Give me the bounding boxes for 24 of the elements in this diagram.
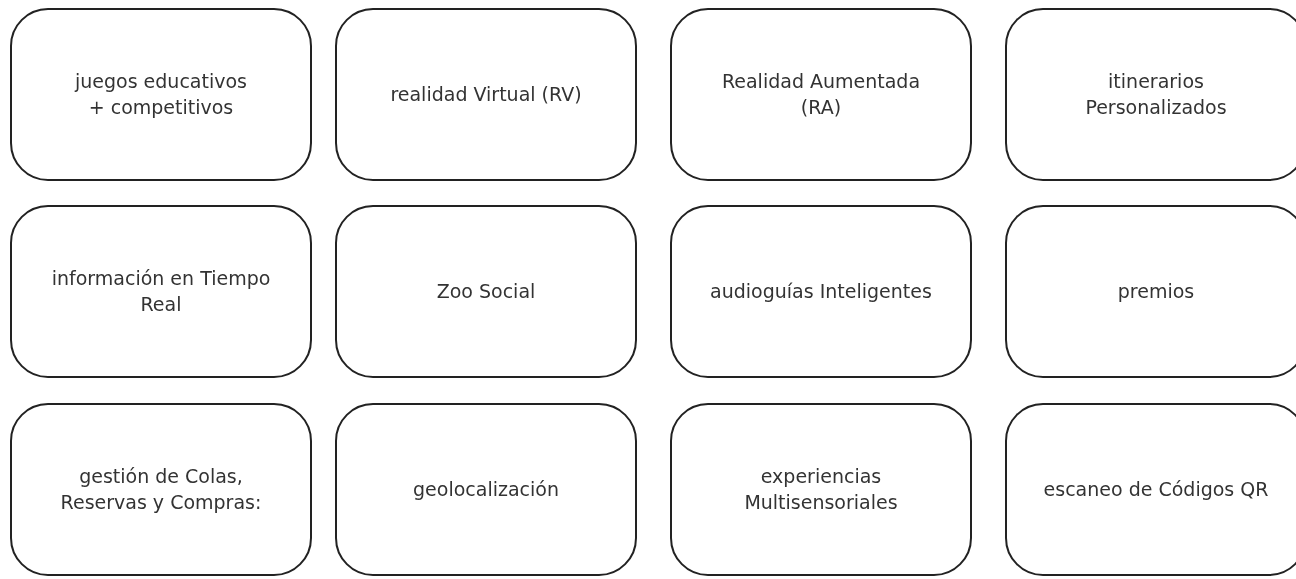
box-label: audioguías Inteligentes [710, 278, 932, 304]
box-label: geolocalización [413, 476, 559, 502]
rounded-box [10, 205, 312, 378]
box-label: escaneo de Códigos QR [1043, 476, 1269, 502]
rounded-box [335, 8, 637, 181]
rounded-box [10, 8, 312, 181]
box-label: experiencias Multisensoriales [743, 463, 899, 515]
rounded-box [10, 403, 312, 576]
rounded-box [335, 403, 637, 576]
box-label: información en Tiempo Real [50, 265, 272, 317]
rounded-box [1005, 403, 1296, 576]
box-label: juegos educativos + competitivos [73, 68, 248, 120]
rounded-box [670, 8, 972, 181]
box-label: itinerarios Personalizados [1084, 68, 1228, 120]
rounded-box [670, 403, 972, 576]
box-label: Realidad Aumentada (RA) [720, 68, 922, 120]
rounded-box [1005, 205, 1296, 378]
box-label: premios [1117, 278, 1195, 304]
box-label: Zoo Social [436, 278, 536, 304]
box-label: realidad Virtual (RV) [390, 81, 582, 107]
rounded-box [1005, 8, 1296, 181]
rounded-box [335, 205, 637, 378]
box-label: gestión de Colas, Reservas y Compras: [59, 463, 263, 515]
rounded-box [670, 205, 972, 378]
